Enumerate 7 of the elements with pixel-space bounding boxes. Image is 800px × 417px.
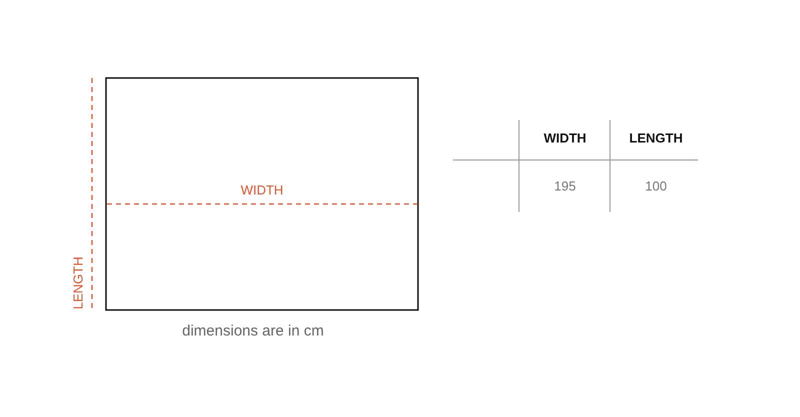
column-header: WIDTH: [544, 130, 586, 146]
table-value: 195: [554, 178, 576, 194]
dimension-label: WIDTH: [240, 182, 284, 198]
column-header: LENGTH: [629, 130, 683, 146]
caption: dimensions are in cm: [182, 322, 324, 340]
dimension-label: LENGTH: [70, 256, 86, 310]
table-value: 100: [645, 178, 667, 194]
